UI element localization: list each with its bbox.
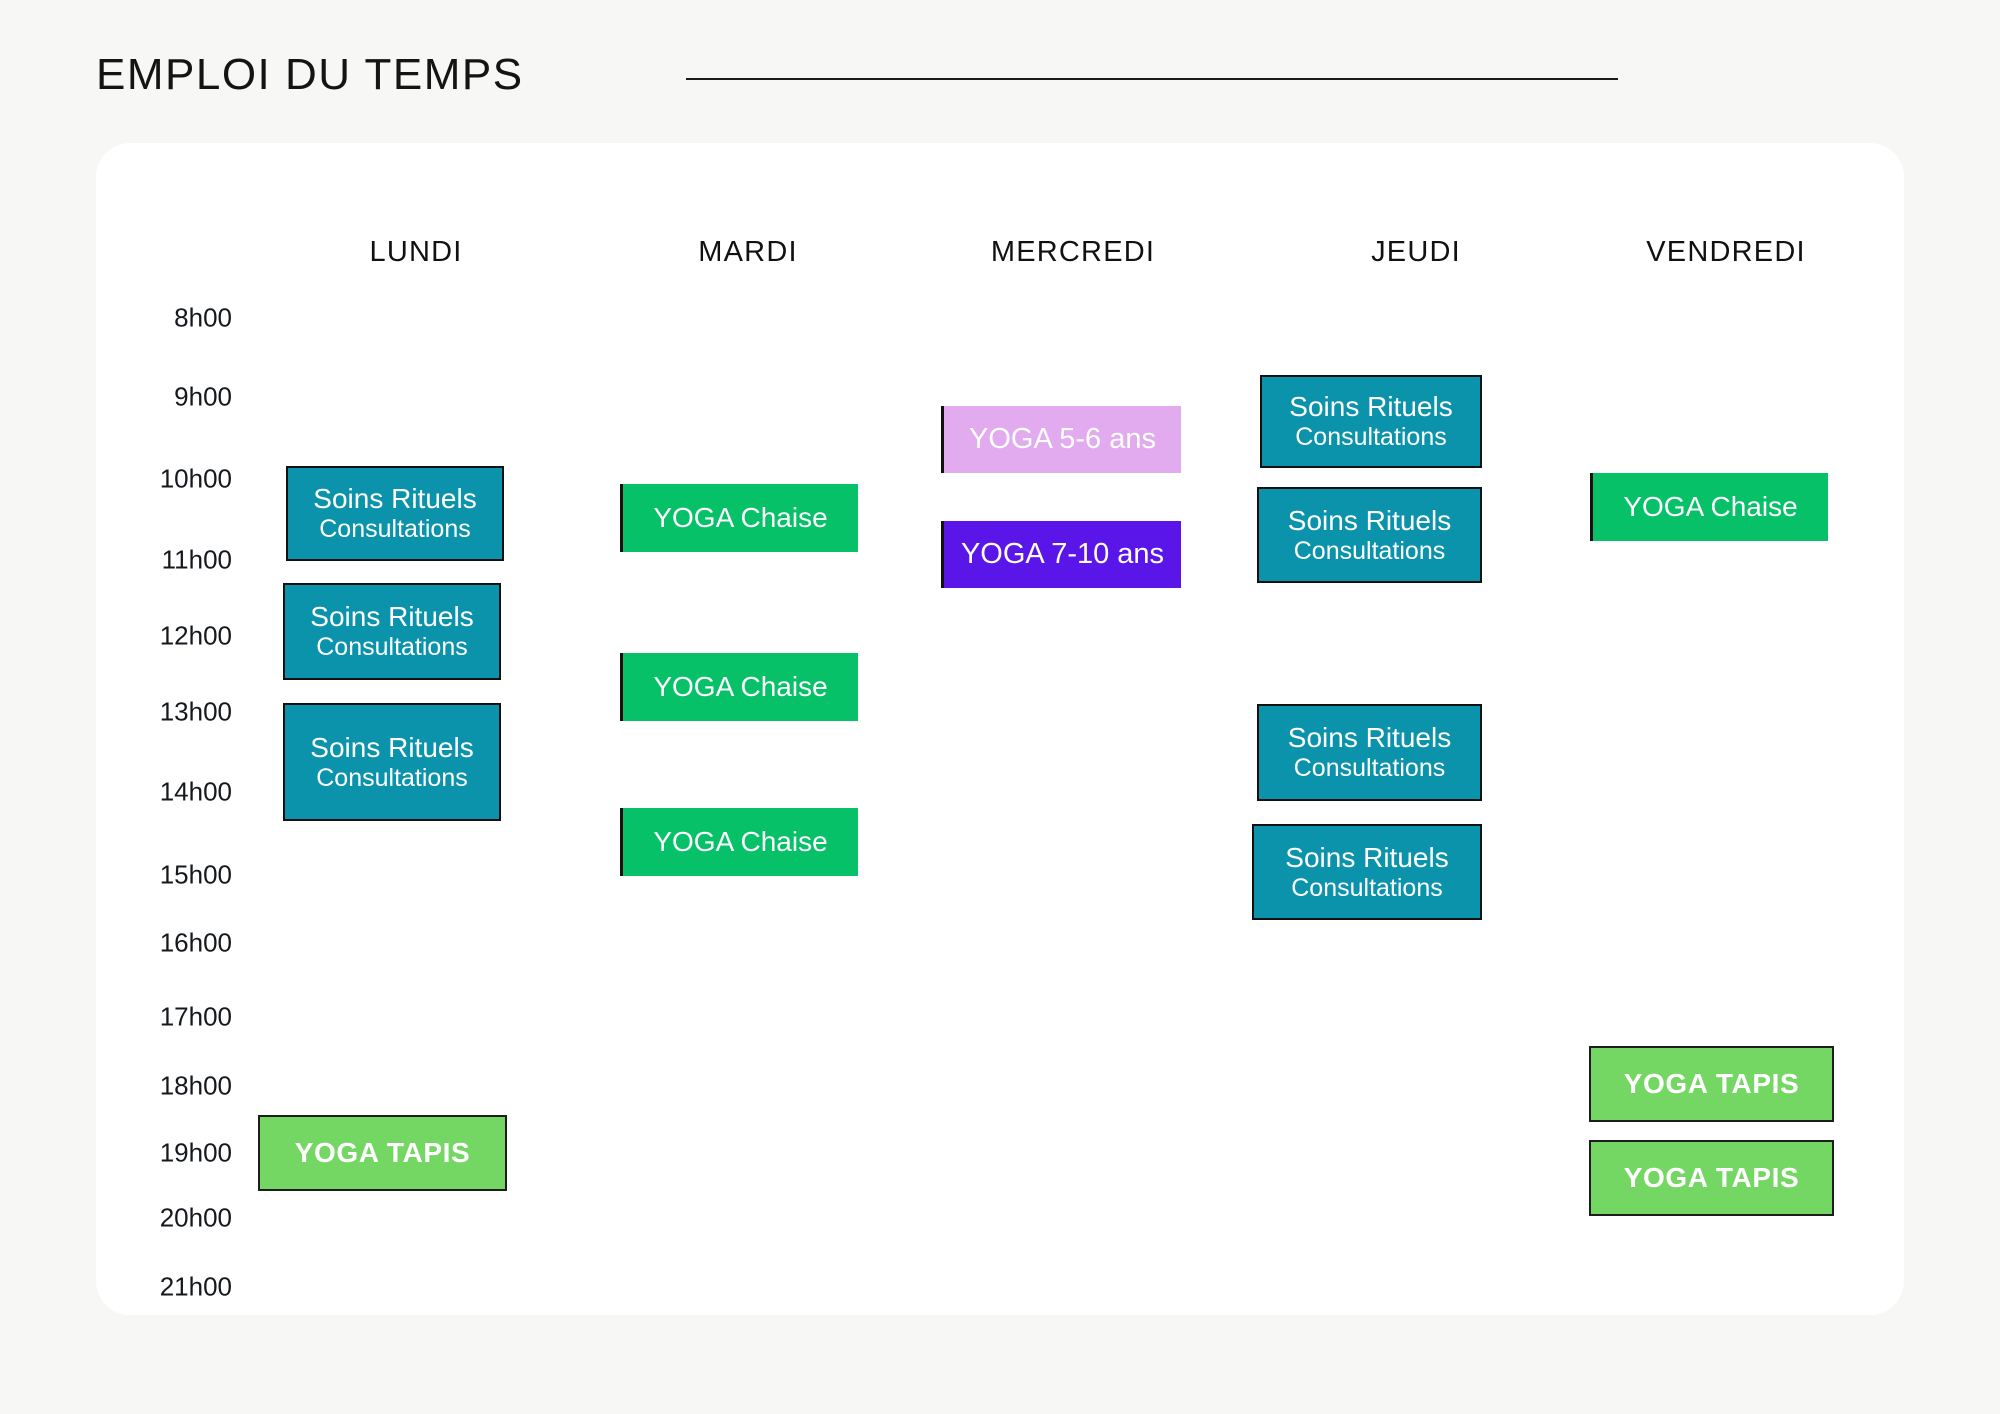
- time-label-17h00: 17h00: [159, 1001, 232, 1032]
- event-subtitle: Consultations: [316, 633, 468, 662]
- event-title: Soins Rituels: [1287, 722, 1452, 754]
- event-title: YOGA 5-6 ans: [969, 423, 1156, 456]
- time-label-11h00: 11h00: [161, 544, 232, 575]
- event-block-ven-chaise-1[interactable]: YOGA Chaise: [1590, 473, 1828, 541]
- event-title: Soins Rituels: [1287, 504, 1452, 536]
- time-label-13h00: 13h00: [159, 696, 232, 727]
- time-label-12h00: 12h00: [159, 620, 232, 651]
- day-header-jeudi: JEUDI: [1371, 236, 1461, 268]
- event-title: YOGA 7-10 ans: [960, 538, 1165, 571]
- day-header-vendredi: VENDREDI: [1646, 236, 1806, 268]
- event-block-mar-chaise-1[interactable]: YOGA Chaise: [620, 484, 858, 552]
- time-label-16h00: 16h00: [159, 927, 232, 958]
- event-title: YOGA TAPIS: [1623, 1162, 1800, 1194]
- day-header-mardi: MARDI: [698, 236, 798, 268]
- event-title: Soins Rituels: [313, 483, 477, 515]
- event-block-lun-tapis-1[interactable]: YOGA TAPIS: [258, 1115, 507, 1191]
- title-divider-rule: [686, 78, 1618, 80]
- event-subtitle: Consultations: [1293, 536, 1446, 565]
- time-label-9h00: 9h00: [174, 381, 232, 412]
- event-block-ven-tapis-1[interactable]: YOGA TAPIS: [1589, 1046, 1834, 1122]
- time-label-8h00: 8h00: [174, 302, 232, 333]
- day-header-lundi: LUNDI: [369, 236, 463, 268]
- page-title: EMPLOI DU TEMPS: [96, 50, 524, 99]
- time-label-10h00: 10h00: [159, 463, 232, 494]
- event-title: Soins Rituels: [310, 601, 474, 633]
- time-label-14h00: 14h00: [159, 776, 232, 807]
- event-subtitle: Consultations: [1293, 754, 1446, 783]
- time-label-20h00: 20h00: [159, 1202, 232, 1233]
- time-label-18h00: 18h00: [159, 1070, 232, 1101]
- event-title: YOGA TAPIS: [1623, 1068, 1800, 1100]
- event-subtitle: Consultations: [319, 515, 471, 544]
- event-block-mer-kids-2[interactable]: YOGA 7-10 ans: [941, 521, 1181, 588]
- event-block-mar-chaise-3[interactable]: YOGA Chaise: [620, 808, 858, 876]
- event-title: Soins Rituels: [310, 731, 474, 763]
- event-title: YOGA Chaise: [1623, 491, 1798, 523]
- event-title: Soins Rituels: [1285, 841, 1449, 873]
- event-title: Soins Rituels: [1289, 391, 1453, 423]
- event-block-ven-tapis-2[interactable]: YOGA TAPIS: [1589, 1140, 1834, 1216]
- event-subtitle: Consultations: [316, 763, 468, 792]
- time-label-19h00: 19h00: [159, 1137, 232, 1168]
- time-label-15h00: 15h00: [159, 859, 232, 890]
- time-label-21h00: 21h00: [159, 1271, 232, 1302]
- event-title: YOGA TAPIS: [294, 1137, 471, 1169]
- day-header-mercredi: MERCREDI: [990, 236, 1156, 268]
- event-title: YOGA Chaise: [653, 826, 828, 858]
- event-block-mar-chaise-2[interactable]: YOGA Chaise: [620, 653, 858, 721]
- event-title: YOGA Chaise: [653, 671, 828, 703]
- event-subtitle: Consultations: [1291, 873, 1443, 902]
- event-subtitle: Consultations: [1295, 423, 1447, 452]
- event-block-mer-kids-1[interactable]: YOGA 5-6 ans: [941, 406, 1181, 473]
- event-title: YOGA Chaise: [653, 502, 828, 534]
